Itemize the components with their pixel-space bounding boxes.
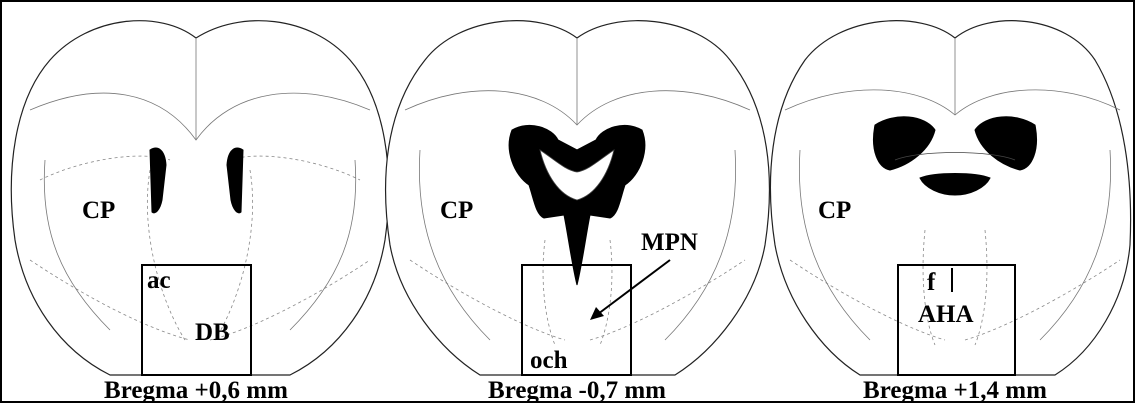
label-cp-middle: CP [440,197,473,224]
section-right: CP f AHA Bregma +1,4 mm [770,21,1130,403]
label-cp-right: CP [818,197,851,224]
label-ac: ac [147,267,171,294]
section-left: CP ac DB Bregma +0,6 mm [11,21,388,403]
label-cp-left: CP [82,197,115,224]
caption-middle: Bregma -0,7 mm [488,377,666,403]
label-db: DB [195,319,230,346]
label-och: och [530,347,568,374]
caption-left: Bregma +0,6 mm [104,377,288,403]
label-aha: AHA [918,301,974,328]
caption-right: Bregma +1,4 mm [863,377,1047,403]
label-f: f [927,269,936,296]
label-mpn: MPN [641,229,698,256]
